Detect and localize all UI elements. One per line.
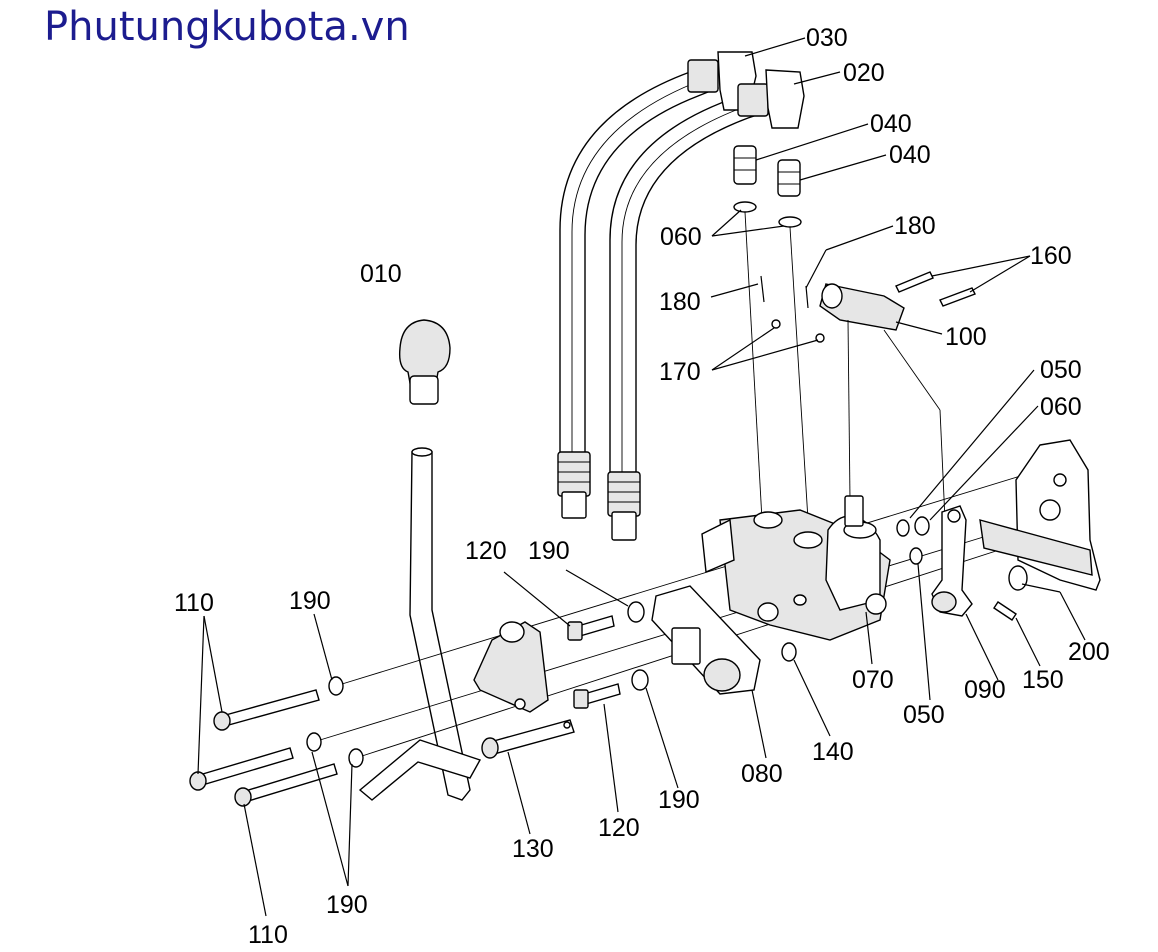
callout-090: 090: [964, 676, 1006, 704]
callout-040-upper: 040: [870, 110, 912, 138]
callout-110-upper: 110: [174, 589, 214, 617]
adaptor-040-right: [777, 159, 801, 197]
callout-180-upper: 180: [894, 212, 936, 240]
hydraulic-hoses: [559, 65, 767, 486]
washers-190: [306, 601, 649, 768]
split-pins-180: [760, 275, 809, 309]
o-ring-060-upper: [914, 516, 930, 536]
callout-040-lower: 040: [889, 141, 931, 169]
block-100: [819, 283, 905, 331]
pins-160: [895, 271, 976, 307]
o-ring-050-upper: [896, 519, 910, 537]
callout-180-lower: 180: [659, 288, 701, 316]
frame-plate: [979, 439, 1101, 591]
washer-060-right: [778, 216, 802, 228]
hose-fitting-left: [557, 451, 591, 519]
callout-050-lower: 050: [903, 701, 945, 729]
callout-120-lower: 120: [598, 814, 640, 842]
callout-190-upper: 190: [528, 537, 570, 565]
o-ring-050-lower: [909, 547, 923, 565]
lever-arm-090: [931, 505, 973, 617]
callout-100: 100: [945, 323, 987, 351]
adaptor-040-left: [733, 145, 757, 185]
washer-170-left: [771, 319, 781, 329]
bolts-120: [567, 615, 621, 709]
site-title: Phutungkubota.vn: [44, 4, 410, 50]
callout-140: 140: [812, 738, 854, 766]
callout-070: 070: [852, 666, 894, 694]
snap-ring-200: [1008, 565, 1028, 591]
bracket-left: [473, 621, 549, 713]
callout-020: 020: [843, 59, 885, 87]
bolts-110: [189, 689, 338, 807]
snap-ring-140: [781, 642, 797, 662]
leader-lines: [197, 37, 1086, 917]
callout-060-upper: 060: [660, 223, 702, 251]
washer-060-left: [733, 201, 757, 213]
callout-010: 010: [360, 260, 402, 288]
callout-060-right: 060: [1040, 393, 1082, 421]
callout-190-mid: 190: [658, 786, 700, 814]
shift-lever: [358, 447, 482, 801]
callout-190-left: 190: [289, 587, 331, 615]
callout-190-lower: 190: [326, 891, 368, 919]
callout-labels: 030 020 040 040 060 180 160 010 180 100 …: [174, 24, 1110, 949]
callout-110-lower: 110: [248, 921, 288, 949]
callout-160: 160: [1030, 242, 1072, 270]
pin-150: [993, 601, 1017, 621]
callout-030: 030: [806, 24, 848, 52]
plate-080: [651, 585, 761, 695]
callout-130: 130: [512, 835, 554, 863]
hose-fitting-right: [607, 471, 641, 541]
elbow-fitting-020: [737, 69, 805, 129]
callout-200: 200: [1068, 638, 1110, 666]
valve-body-070: [701, 495, 891, 641]
shaft-130: [481, 719, 575, 759]
callout-120-upper: 120: [465, 537, 507, 565]
callout-050-upper: 050: [1040, 356, 1082, 384]
callout-080: 080: [741, 760, 783, 788]
callout-170: 170: [659, 358, 701, 386]
callout-150: 150: [1022, 666, 1064, 694]
knob-010: [398, 319, 451, 405]
